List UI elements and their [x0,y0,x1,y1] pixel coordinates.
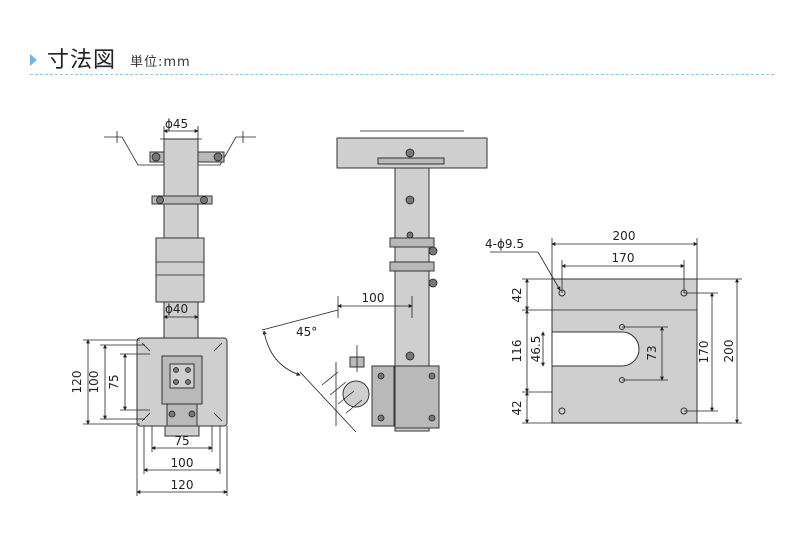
plate-v-outer-label: 120 [70,371,84,394]
page-title: 寸法図 [47,48,117,73]
plate-h-outer-label: 120 [171,478,194,492]
hole-pitch-v-label: 116 [510,340,524,363]
triangle-marker-icon [30,54,37,66]
plate-h-mid-label: 100 [171,456,194,470]
pipe-bottom-dia-label: ϕ40 [165,302,188,316]
height-holes-label: 170 [697,341,711,364]
width-outer-label: 200 [613,229,636,243]
height-outer-label: 200 [722,340,736,363]
front-view: ϕ45 ϕ40 120 100 75 75 100 120 [70,117,256,496]
width-holes-label: 170 [612,251,635,265]
offset-label: 100 [362,291,385,305]
header-divider [30,74,774,75]
edge-top-label: 42 [510,287,524,302]
hole-spec-label: 4-ϕ9.5 [485,237,524,251]
slot-length-label: 73 [645,345,659,360]
edge-bottom-label: 42 [510,400,524,415]
plate-v-inner-label: 75 [107,374,121,389]
pipe-top-dia-label: ϕ45 [165,117,188,131]
slot-width-label: 46.5 [529,336,543,363]
section-header: 寸法図 単位:mm [30,42,191,72]
angle-label: 45° [296,325,317,339]
side-view: 100 45° [261,130,488,433]
plate-h-inner-label: 75 [174,434,189,448]
unit-label: 単位:mm [130,55,191,70]
base-plate-view: 4-ϕ9.5 200 170 42 116 42 46.5 73 170 [485,229,742,424]
plate-v-mid-label: 100 [87,371,101,394]
